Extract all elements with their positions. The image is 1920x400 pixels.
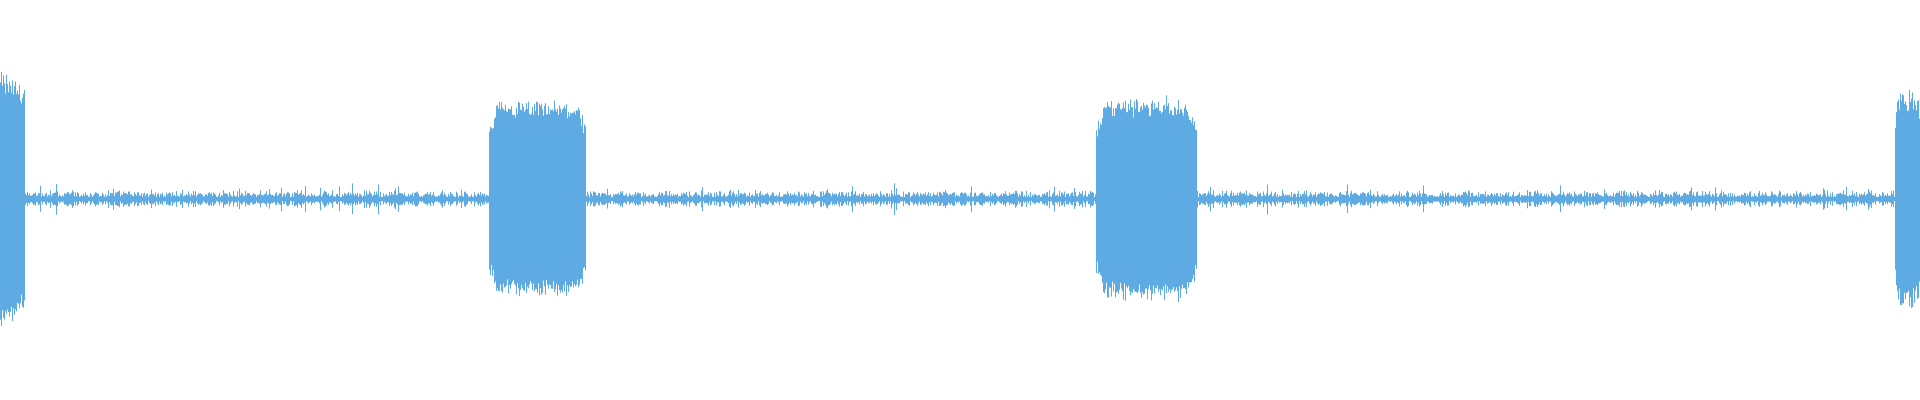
waveform-trace bbox=[0, 71, 1920, 327]
waveform-bars bbox=[0, 71, 1920, 327]
